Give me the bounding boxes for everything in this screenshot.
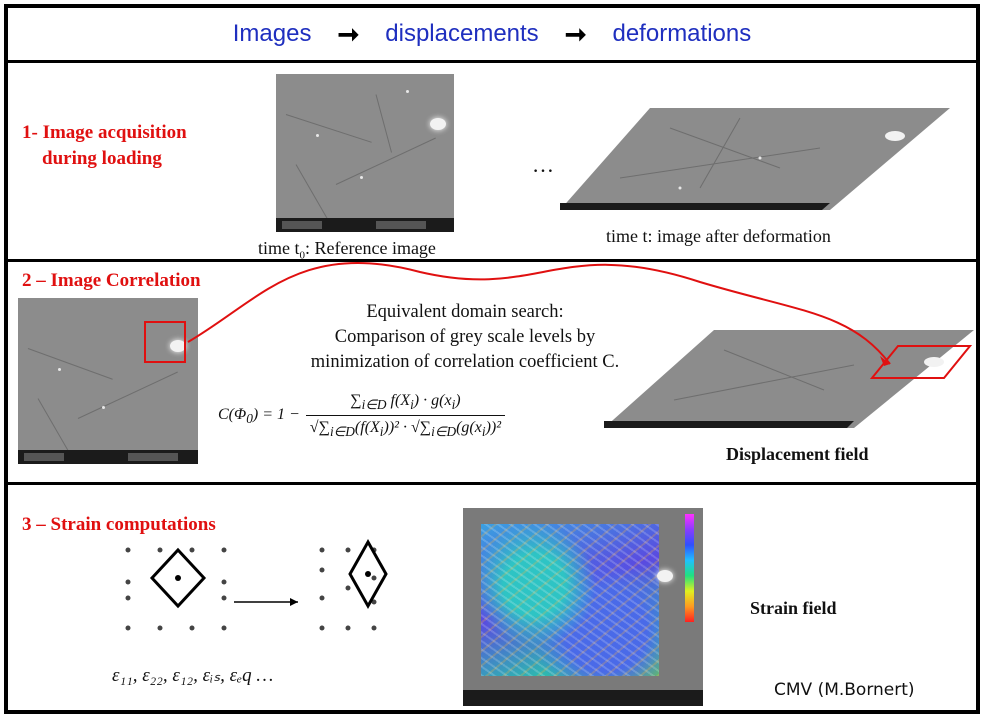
correlation-reference-image xyxy=(18,298,198,464)
description-line1: Equivalent domain search: xyxy=(366,302,564,322)
deformed-sem-image xyxy=(560,108,950,210)
strain-field-label: Strain field xyxy=(750,598,837,618)
deformed-subset-box xyxy=(869,345,973,379)
deformed-correlation-image xyxy=(604,330,974,428)
equation-denominator: √∑i∈D(f(Xi))² · √∑i∈D(g(xi))² xyxy=(305,415,506,440)
caption-deformed-image: time t: image after deformation xyxy=(606,226,831,246)
strain-field-map xyxy=(463,508,703,706)
caption-reference-image: time t0: Reference image xyxy=(258,238,436,262)
figure-frame xyxy=(4,4,980,714)
strain-field-overlay xyxy=(481,524,659,676)
divider-section1 xyxy=(4,259,980,262)
pipeline-header: Images ➞ displacements ➞ deformations xyxy=(8,10,976,58)
strain-color-scale xyxy=(685,514,694,622)
section2-title: 2 – Image Correlation xyxy=(22,270,201,291)
credit-label: CMV (M.Bornert) xyxy=(774,680,915,700)
header-step-images: Images xyxy=(232,20,312,47)
header-step-displacements: displacements xyxy=(385,20,539,47)
arrow-right-icon: ➞ xyxy=(337,18,360,49)
section1-title-line2: during loading xyxy=(42,148,162,169)
strain-symbols: ε₁₁, ε₂₂, ε₁₂, εᵢₛ, εₑq … xyxy=(112,665,274,686)
ellipsis: … xyxy=(532,152,554,177)
equation-numerator: ∑i∈D f(Xi) · g(xi) xyxy=(350,392,461,413)
divider-section2 xyxy=(4,482,980,485)
section3-title: 3 – Strain computations xyxy=(22,514,216,535)
section1-title-line1: 1- Image acquisition xyxy=(22,122,187,143)
displacement-field-label: Displacement field xyxy=(726,444,869,464)
arrow-right-icon: ➞ xyxy=(564,18,587,49)
reference-sem-image xyxy=(276,74,454,232)
correlation-subset-box xyxy=(144,321,186,363)
strain-grid-diagram xyxy=(125,538,388,631)
correlation-equation: C(Φ0) = 1 − ∑i∈D f(Xi) · g(xi) √∑i∈D(f(X… xyxy=(218,392,506,440)
header-step-deformations: deformations xyxy=(612,20,752,47)
divider-header xyxy=(4,60,980,63)
